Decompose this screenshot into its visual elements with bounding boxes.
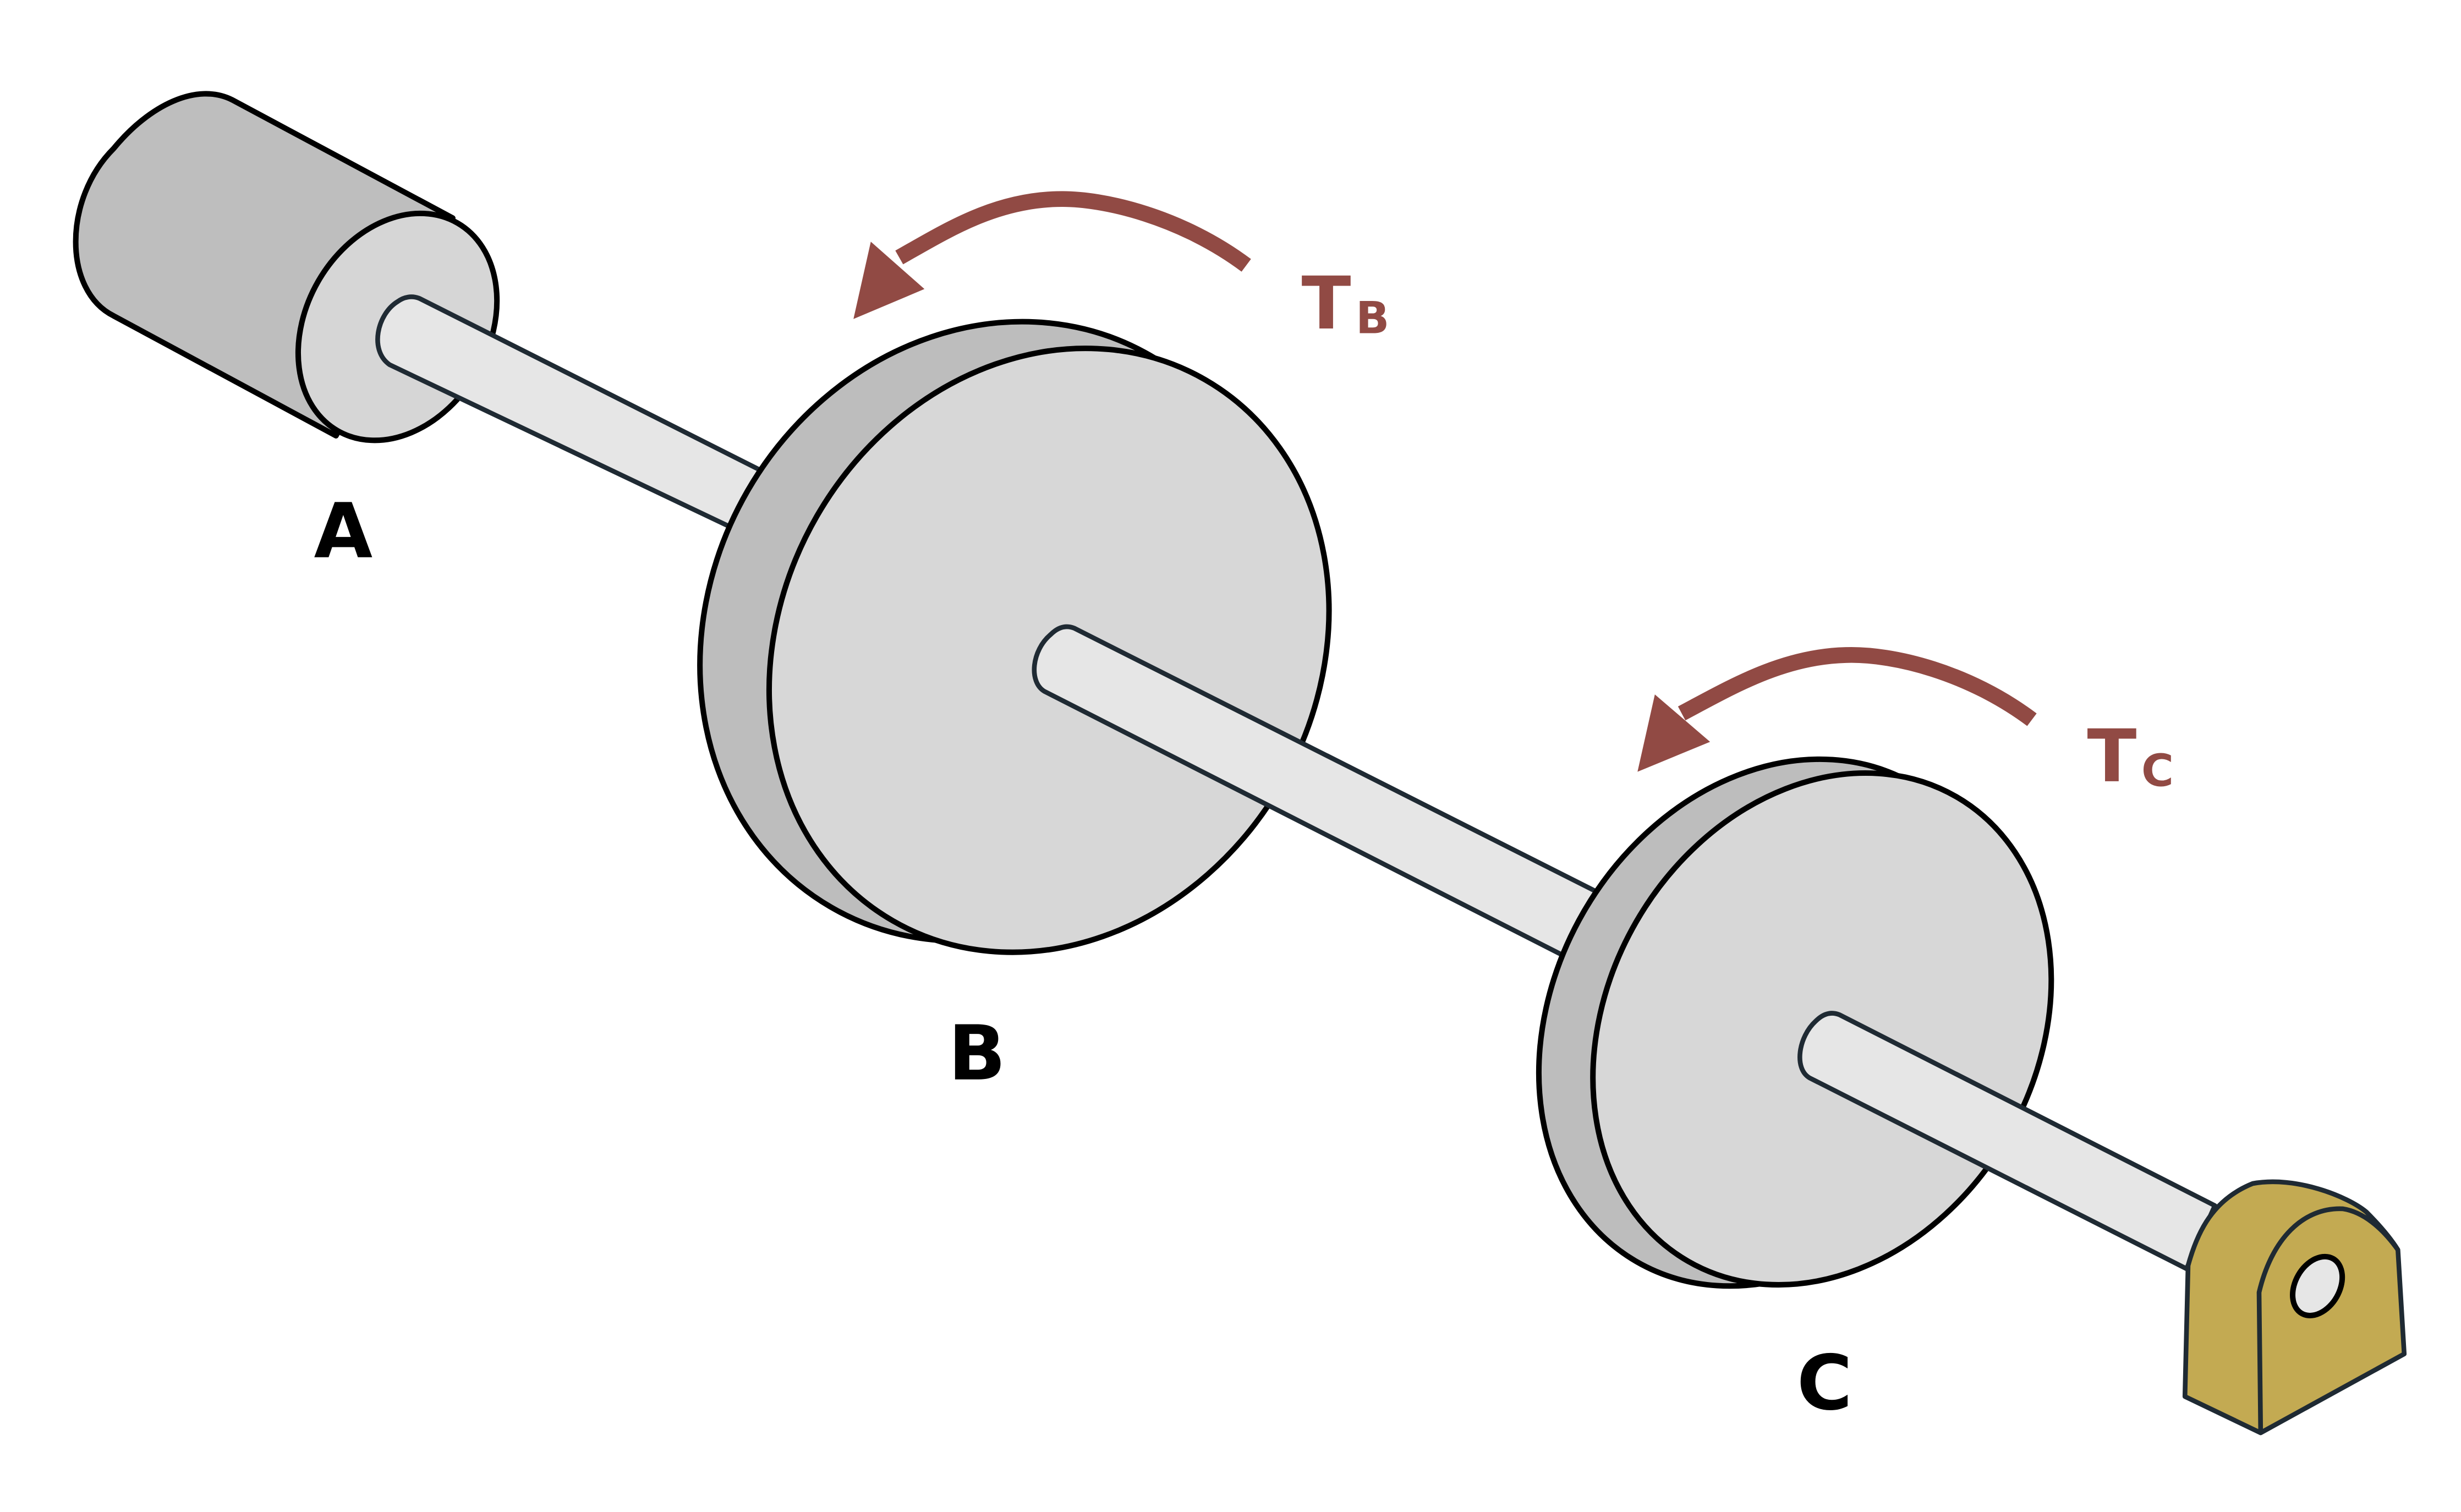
- torque-c-subscript: C: [2141, 744, 2174, 796]
- support-front-face-edge: [2256, 1206, 2400, 1433]
- torque-b-subscript: B: [1356, 292, 1389, 344]
- label-b: B: [948, 1010, 1006, 1098]
- torque-b-arrow: [853, 191, 1251, 319]
- torque-b-main: T: [1302, 262, 1351, 346]
- shaft-bc-body: [1032, 624, 1602, 961]
- torque-c-arrow: [1637, 647, 2037, 772]
- torque-c-arrowhead: [1637, 694, 1711, 772]
- shaft-segment-bc: [1032, 624, 1602, 961]
- label-c: C: [1797, 1339, 1852, 1427]
- disk-c: [1536, 756, 2054, 1289]
- fixed-bearing-support-icon: [2182, 1179, 2407, 1436]
- curved-arrow-icon: [1678, 647, 2037, 726]
- cylinder-a: [73, 91, 500, 443]
- label-a: A: [314, 487, 373, 576]
- torque-c-main: T: [2087, 715, 2136, 799]
- curved-arrow-icon: [895, 191, 1251, 272]
- shaft-segment-c-support: [1797, 1011, 2218, 1272]
- torque-b-arrowhead: [853, 242, 925, 319]
- support-bore-hole: [2289, 1253, 2345, 1318]
- shaft-c-body: [1797, 1011, 2218, 1272]
